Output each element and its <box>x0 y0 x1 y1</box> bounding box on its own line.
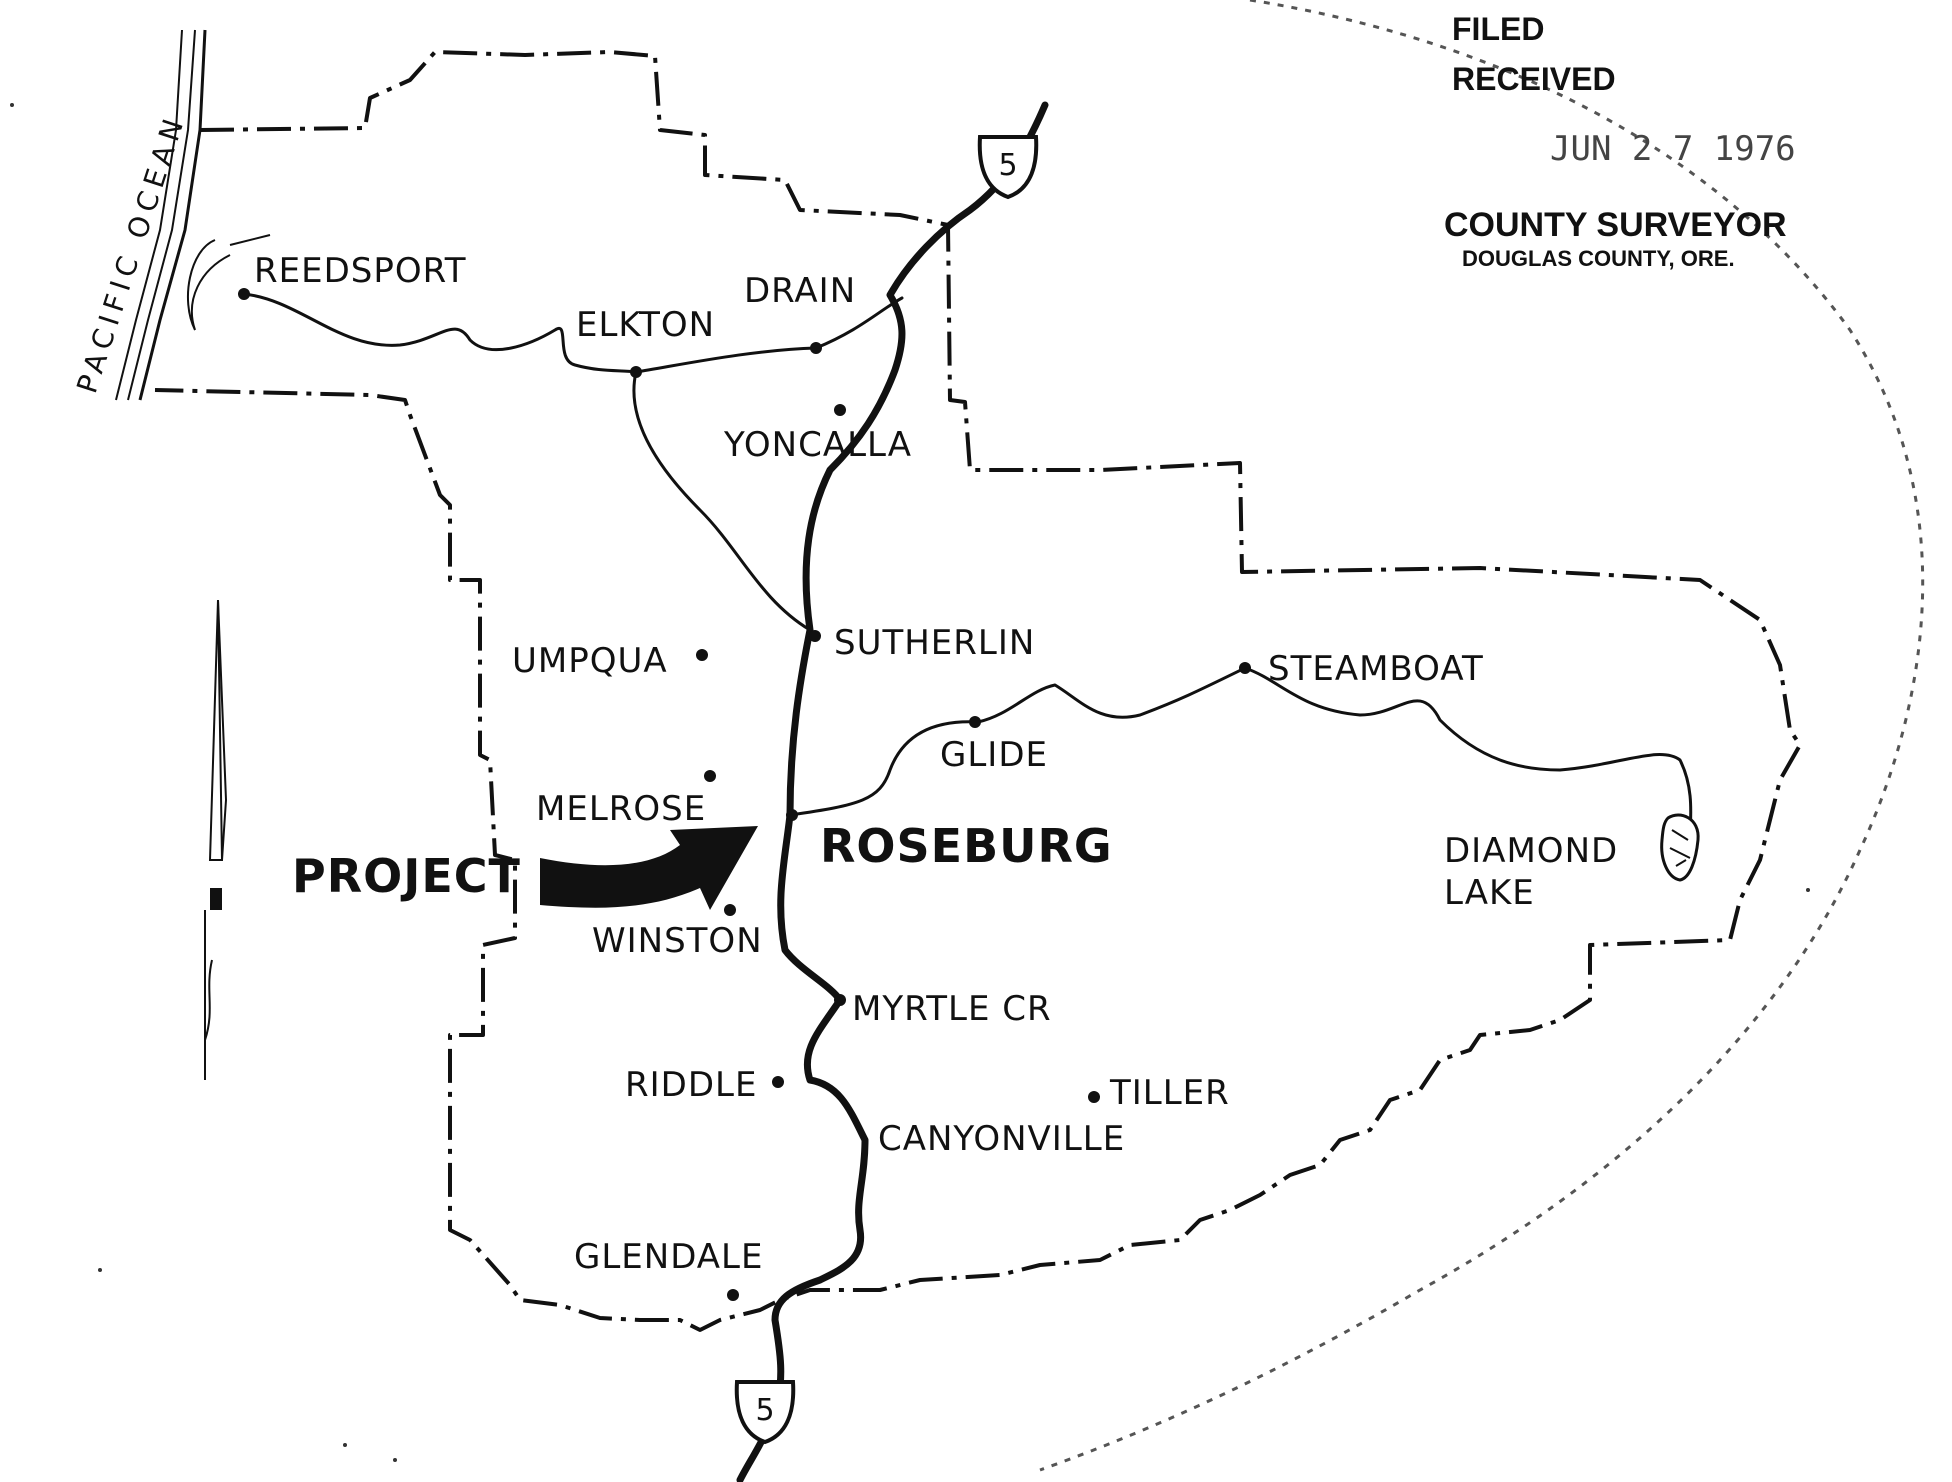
road-elkton-sutherlin <box>632 370 812 632</box>
town-label-diamond-lake-line2: LAKE <box>1444 873 1535 913</box>
town-label-melrose: MELROSE <box>536 789 706 829</box>
town-dot-icon <box>1239 662 1251 674</box>
svg-text:5: 5 <box>755 1393 774 1428</box>
stamp-filed: FILED <box>1452 11 1544 47</box>
town-label-steamboat: STEAMBOAT <box>1268 649 1484 689</box>
town-label-yoncalla: YONCALLA <box>723 425 912 465</box>
town-label-tiller: TILLER <box>1109 1073 1230 1113</box>
town-label-glide: GLIDE <box>940 735 1048 775</box>
interstate-5-route <box>736 101 1049 1482</box>
town-label-reedsport: REEDSPORT <box>254 251 467 291</box>
town-label-winston: WINSTON <box>592 921 763 961</box>
town-label-roseburg: ROSEBURG <box>820 819 1113 873</box>
town-dot-icon <box>704 770 716 782</box>
stamp-county: DOUGLAS COUNTY, ORE. <box>1462 246 1735 271</box>
town-dot-icon <box>969 716 981 728</box>
town-label-glendale: GLENDALE <box>574 1237 763 1277</box>
svg-text:5: 5 <box>998 148 1017 183</box>
coastline <box>115 29 271 401</box>
road-reedsport-elkton <box>242 292 638 374</box>
stamp-office: COUNTY SURVEYOR <box>1444 206 1787 244</box>
town-label-riddle: RIDDLE <box>625 1065 757 1105</box>
town-label-elkton: ELKTON <box>576 305 715 345</box>
town-dot-icon <box>834 404 846 416</box>
ocean-label: PACIFIC OCEAN <box>70 109 192 397</box>
town-label-myrtle-creek: MYRTLE CR <box>852 989 1052 1029</box>
town-dot-icon <box>696 649 708 661</box>
town-dot-icon <box>238 288 250 300</box>
received-stamp: FILED RECEIVED JUN 2 7 1976 COUNTY SURVE… <box>1444 11 1796 271</box>
town-dot-icon <box>630 366 642 378</box>
town-dot-icon <box>727 1289 739 1301</box>
interstate-shield-icon: 5 <box>977 135 1039 200</box>
road-roseburg-steamboat <box>788 666 1693 842</box>
scan-specks <box>10 103 1810 1462</box>
project-arrow-icon <box>540 826 758 910</box>
project-label: PROJECT <box>292 849 521 903</box>
town-dot-icon <box>810 342 822 354</box>
town-dot-icon <box>809 630 821 642</box>
town-dot-icon <box>834 994 846 1006</box>
town-label-diamond-lake-line1: DIAMOND <box>1444 831 1618 871</box>
road-elkton-drain <box>634 296 904 374</box>
town-label-drain: DRAIN <box>744 271 856 311</box>
town-dot-icon <box>1088 1091 1100 1103</box>
county-boundary <box>154 50 1802 1332</box>
town-label-umpqua: UMPQUA <box>512 641 668 681</box>
interstate-shield-icon: 5 <box>734 1380 796 1445</box>
town-dot-icon <box>786 809 798 821</box>
town-dot-icon <box>724 904 736 916</box>
stamp-received: RECEIVED <box>1452 61 1616 97</box>
stamp-date: JUN 2 7 1976 <box>1550 129 1796 169</box>
north-arrow-icon <box>204 599 228 1080</box>
town-label-sutherlin: SUTHERLIN <box>834 623 1035 663</box>
town-dots <box>238 288 1251 1301</box>
stamp-arc <box>1039 0 1925 1472</box>
lake-icon <box>1660 813 1700 882</box>
town-dot-icon <box>772 1076 784 1088</box>
town-label-canyonville: CANYONVILLE <box>878 1119 1125 1159</box>
